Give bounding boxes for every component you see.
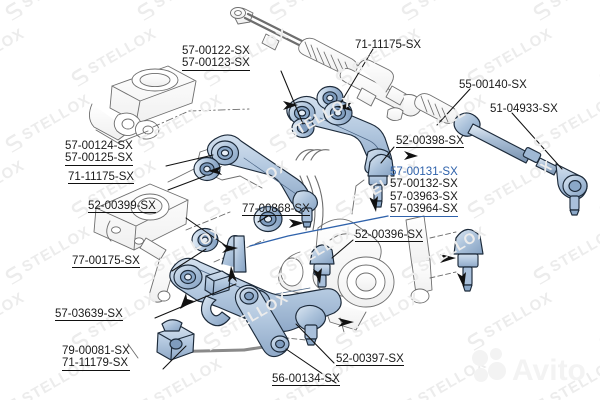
part-number-label: 71-11175-SX (68, 171, 135, 185)
label-underline (336, 365, 404, 367)
part-number-label: 52-00397-SX (336, 353, 404, 367)
part-number-label: 57-03639-SX (55, 308, 123, 322)
part-number-text: 57-00122-SX (182, 45, 250, 57)
part-number-label: 77-00175-SX (72, 255, 140, 269)
part-inner-tie-rod (453, 112, 559, 176)
highlighted-parts-group (156, 85, 588, 361)
part-number-text: 57-00123-SX (182, 57, 250, 70)
part-number-text: 55-00140-SX (459, 79, 527, 91)
label-underline (396, 147, 464, 149)
part-number-text: 57-00132-SX (390, 178, 458, 191)
part-bushing-71-11175-left (193, 156, 221, 182)
label-underline (390, 215, 458, 217)
part-number-label: 55-00140-SX (459, 79, 527, 91)
label-underline (272, 385, 340, 387)
label-underline (62, 369, 130, 371)
leader-lines (154, 48, 563, 384)
part-number-text: 57-00124-SX (65, 140, 133, 152)
part-number-text: 77-00868-SX (242, 203, 310, 215)
label-underline (68, 183, 135, 185)
part-number-label: 51-04933-SX (490, 103, 558, 115)
label-underline (55, 320, 123, 322)
part-number-text: 57-03963-SX (390, 190, 458, 203)
part-ball-joint-52-00398 (367, 153, 395, 177)
part-number-text: 56-00134-SX (272, 373, 340, 385)
part-ball-joint-52-00397 (453, 228, 484, 292)
part-number-text: 52-00396-SX (355, 229, 423, 241)
part-ball-joint-upper-front (292, 190, 318, 228)
part-outer-tie-rod-end (555, 163, 588, 216)
label-underline (72, 267, 140, 269)
part-number-text: 79-00081-SX (62, 345, 130, 357)
part-number-text: 52-00397-SX (336, 353, 404, 365)
part-number-label: 56-00134-SX (272, 373, 340, 387)
part-number-label: 52-00398-SX (396, 135, 464, 149)
label-underline (65, 164, 133, 166)
part-number-text: 57-03964-SX (390, 203, 458, 216)
part-number-text: 57-00131-SX (390, 166, 458, 178)
part-stabilizer-clamp (200, 295, 231, 327)
part-stabilizer-link (234, 284, 290, 358)
part-number-text: 71-11175-SX (355, 39, 422, 51)
part-number-text: 52-00399-SX (88, 200, 156, 212)
part-number-text: 57-00125-SX (65, 152, 133, 165)
part-number-text: 71-11179-SX (62, 357, 129, 370)
part-lower-ball-joint (295, 304, 327, 346)
part-number-label: 52-00399-SX (88, 200, 156, 214)
part-number-text: 52-00398-SX (396, 135, 464, 147)
part-number-label: 77-00868-SX (242, 203, 310, 217)
leader-line-highlighted (249, 215, 389, 247)
part-number-text: 51-04933-SX (490, 103, 558, 115)
part-number-text: 57-03639-SX (55, 308, 123, 320)
part-number-label: 52-00396-SX (355, 229, 423, 243)
part-stabilizer-bar-bracket (156, 319, 195, 361)
label-underline (242, 215, 310, 217)
label-underline (88, 212, 156, 214)
part-bushing-77-00175 (191, 227, 219, 253)
part-bushing-upper-arm-front-inner (291, 117, 315, 139)
label-underline (355, 241, 423, 243)
part-number-label: 71-11175-SX (355, 39, 421, 51)
part-number-text: 77-00175-SX (72, 255, 140, 267)
label-underline (182, 69, 250, 71)
part-number-text: 71-11175-SX (68, 171, 135, 183)
